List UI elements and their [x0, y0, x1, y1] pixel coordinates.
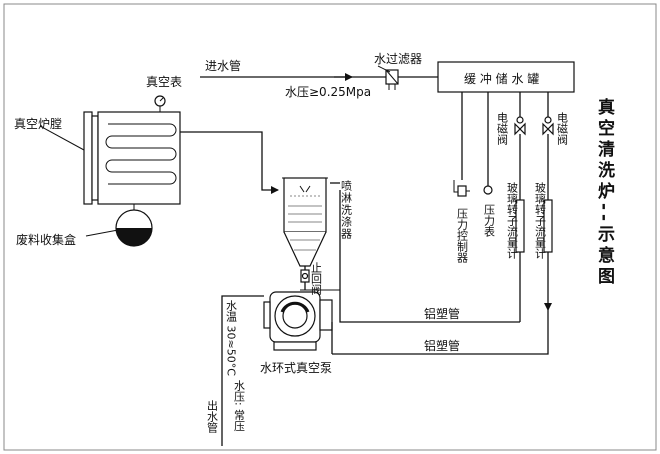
check-valve-label: 止回阀	[310, 262, 323, 296]
check-valve	[300, 266, 310, 290]
spray-return-line	[339, 190, 462, 323]
pump-label: 水环式真空泵	[260, 361, 332, 375]
return-line-to-pump	[332, 310, 549, 355]
al-plastic-pipe-label-1: 铝塑管	[424, 306, 460, 321]
water-press-normal-label: 水压: 常压	[233, 380, 246, 432]
pressure-controller-label: 压力控制器	[456, 208, 469, 264]
flowmeter-label-1: 玻璃转子流量计	[506, 182, 519, 260]
pressure-gauge-branch	[483, 92, 493, 195]
pressure-controller-branch	[453, 92, 470, 197]
flowmeter-label-2: 玻璃转子流量计	[534, 182, 547, 260]
solenoid-valve-label-2: 电磁阀	[556, 112, 569, 146]
solenoid-valve-label-1: 电磁阀	[496, 112, 509, 146]
outlet-pipe-label: 出水管	[206, 399, 219, 434]
vacuum-gauge	[154, 95, 166, 112]
solenoid-line-1	[514, 92, 526, 310]
buffer-tank	[437, 61, 575, 93]
water-filter-symbol	[385, 69, 399, 90]
spray-scrubber	[282, 177, 328, 267]
al-plastic-pipe-label-2: 铝塑管	[424, 338, 460, 353]
outer-frame	[3, 3, 657, 451]
vacuum-chamber	[39, 111, 181, 205]
vacuum-pump	[263, 291, 333, 351]
water-filter-label: 水过滤器	[374, 52, 422, 66]
vacuum-chamber-label: 真空炉膛	[14, 117, 62, 131]
water-temp-label: 水温 30≈50°C	[225, 300, 238, 377]
diagram-title: 真空清洗炉--示意图	[594, 97, 615, 288]
vacuum-gauge-label: 真空表	[146, 75, 182, 89]
spray-scrubber-label: 喷淋洗涤器	[340, 180, 353, 240]
vacuum-line	[180, 131, 279, 194]
pressure-gauge-label: 压力表	[483, 204, 496, 238]
solenoid-line-2	[542, 92, 554, 311]
outlet-line	[221, 295, 264, 446]
inlet-pipe-label: 进水管	[205, 58, 241, 73]
buffer-tank-label: 缓 冲 储 水 罐	[464, 71, 539, 86]
water-pressure-label: 水压≥0.25Mpa	[285, 85, 371, 99]
waste-box	[85, 204, 153, 247]
waste-box-label: 废料收集盒	[16, 232, 76, 247]
